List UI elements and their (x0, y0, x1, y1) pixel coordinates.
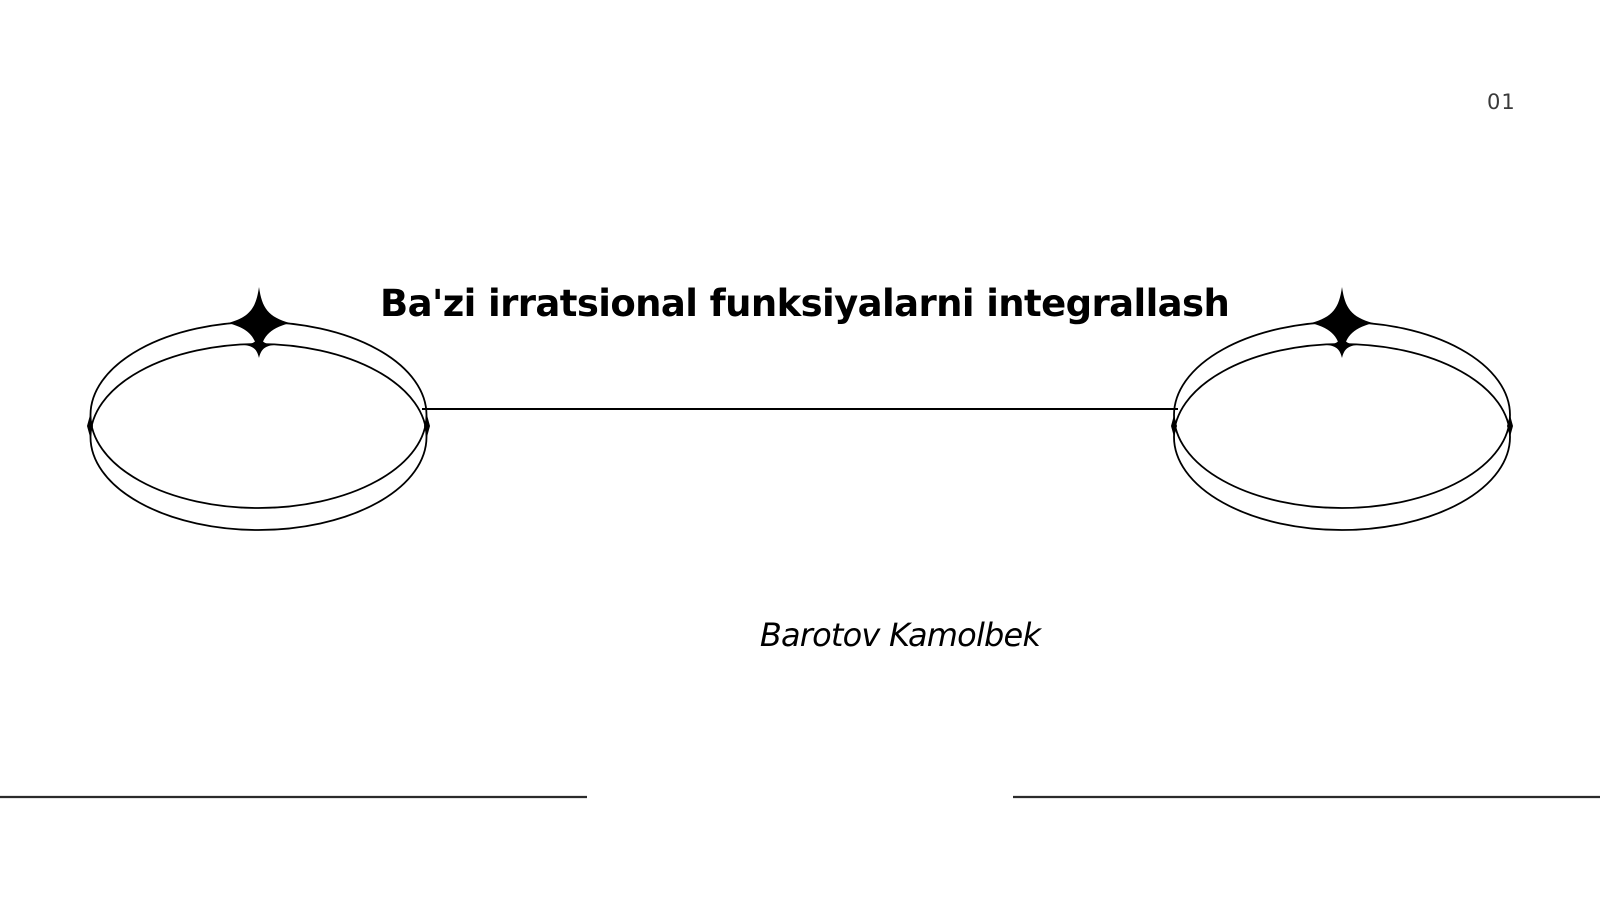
page-number: 01 (1487, 90, 1516, 114)
small-sparkle-icon (1327, 335, 1357, 358)
ring-pinch-mark (424, 415, 430, 437)
slide-title: Ba'zi irratsional funksiyalarni integral… (380, 282, 1230, 325)
ring-pinch-mark (1507, 415, 1513, 437)
ring-pinch-mark (1171, 415, 1177, 437)
small-sparkle-icon (244, 335, 274, 358)
sparkle-star-icon (228, 287, 290, 357)
sparkle-star-icon (1311, 287, 1373, 357)
ring-pinch-mark (87, 415, 93, 437)
author-name: Barotov Kamolbek (759, 616, 1041, 654)
